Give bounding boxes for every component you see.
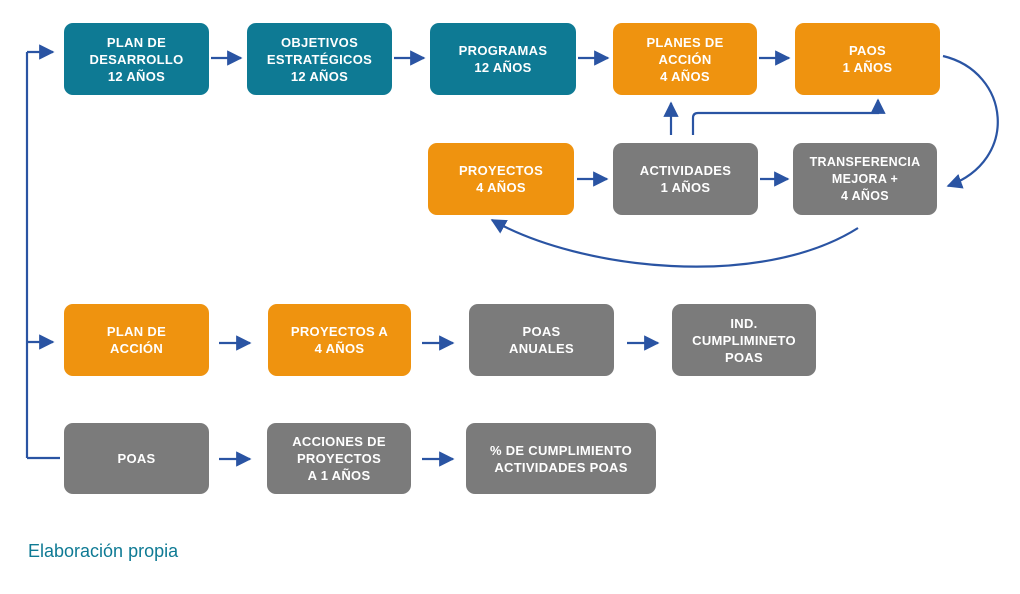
poas-anuales-box: POAS ANUALES [469, 304, 614, 376]
ind-cumplimiento-box: IND. CUMPLIMINETO POAS [672, 304, 816, 376]
objetivos-estrategicos-box: OBJETIVOS ESTRATÉGICOS 12 AÑOS [247, 23, 392, 95]
plan-accion-box: PLAN DE ACCIÓN [64, 304, 209, 376]
acciones-proyectos-box: ACCIONES DE PROYECTOS A 1 AÑOS [267, 423, 411, 494]
caption: Elaboración propia [28, 541, 179, 561]
actividades-box: ACTIVIDADES 1 AÑOS [613, 143, 758, 215]
programas-box: PROGRAMAS 12 AÑOS [430, 23, 576, 95]
planes-accion-box: PLANES DE ACCIÓN 4 AÑOS [613, 23, 757, 95]
plan-desarrollo-box: PLAN DE DESARROLLO 12 AÑOS [64, 23, 209, 95]
arrow-actividades-paos [691, 98, 886, 135]
porcentaje-cumplimiento-box: % DE CUMPLIMIENTO ACTIVIDADES POAS [466, 423, 656, 494]
arrow-transferencia-proyectos [490, 219, 859, 268]
paos-box: PAOS 1 AÑOS [795, 23, 940, 95]
proyectos-a-box: PROYECTOS A 4 AÑOS [268, 304, 411, 376]
transferencia-box: TRANSFERENCIA MEJORA + 4 AÑOS [793, 143, 937, 215]
arrow-paos-transferencia [942, 54, 999, 189]
proyectos-box: PROYECTOS 4 AÑOS [428, 143, 574, 215]
poas-box: POAS [64, 423, 209, 494]
